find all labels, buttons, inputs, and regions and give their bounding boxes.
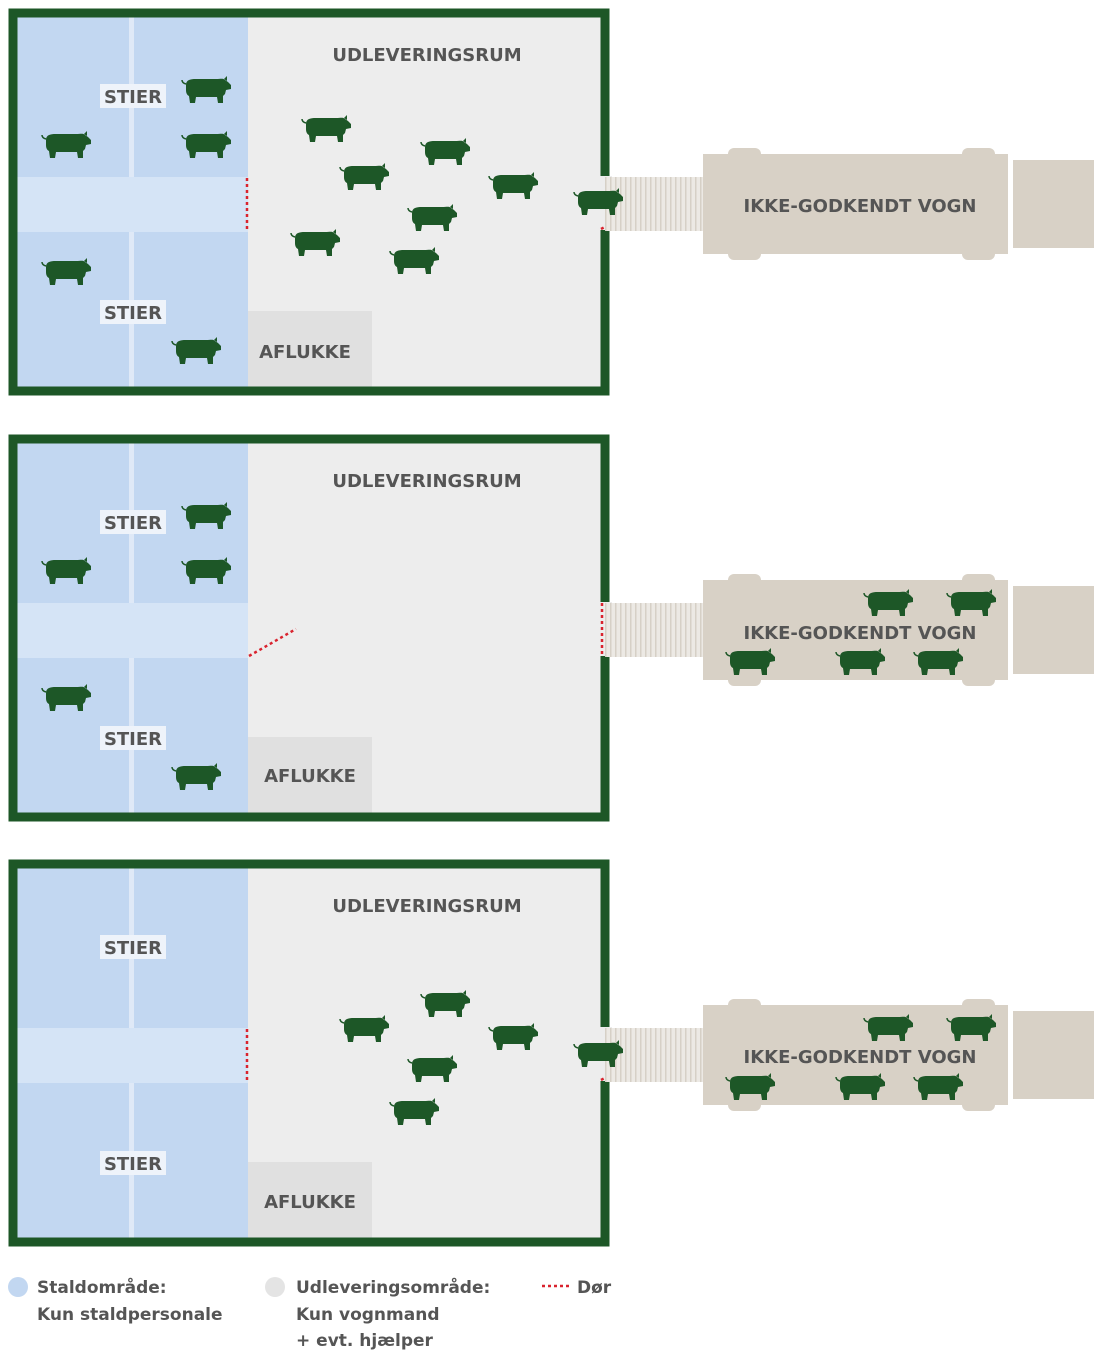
pen-label-bg	[100, 726, 166, 750]
room-label: UDLEVERINGSRUM	[332, 45, 521, 66]
wagon-label: IKKE-GODKENDT VOGN	[744, 623, 977, 644]
scenario-panel-1: UDLEVERINGSRUM STIER STIER AFLUKKE IKKE-…	[8, 8, 1094, 396]
pen-label: STIER	[104, 729, 162, 750]
pen-label: STIER	[104, 1154, 162, 1175]
pen-label-bg	[100, 510, 166, 534]
legend-delivery-line2: + evt. hjælper	[296, 1331, 434, 1350]
scenario-panel-3: UDLEVERINGSRUM STIER STIER AFLUKKE IKKE-…	[8, 859, 1094, 1247]
aflukke-area	[248, 311, 372, 391]
legend-stable-title: Staldområde:	[37, 1276, 167, 1298]
pen-label: STIER	[104, 303, 162, 324]
aflukke-area	[248, 1162, 372, 1242]
stable-aisle	[13, 1028, 248, 1083]
loading-ramp	[605, 1028, 705, 1082]
scenario-panel-2: UDLEVERINGSRUM STIER STIER AFLUKKE IKKE-…	[8, 434, 1094, 822]
aflukke-area	[248, 737, 372, 817]
pen-label-bg	[100, 300, 166, 324]
legend-delivery-title: Udleveringsområde:	[296, 1276, 490, 1298]
pen-label: STIER	[104, 87, 162, 108]
legend-stable-desc: Kun staldpersonale	[37, 1305, 223, 1325]
legend: Staldområde: Kun staldpersonale Udleveri…	[8, 1276, 612, 1350]
loading-ramp	[605, 177, 705, 231]
aflukke-label: AFLUKKE	[264, 766, 356, 787]
aflukke-label: AFLUKKE	[264, 1192, 356, 1213]
wagon-label: IKKE-GODKENDT VOGN	[744, 1047, 977, 1068]
pen-label-bg	[100, 1151, 166, 1175]
legend-delivery-swatch	[265, 1277, 285, 1297]
aflukke-label: AFLUKKE	[259, 342, 351, 363]
room-label: UDLEVERINGSRUM	[332, 471, 521, 492]
pen-label-bg	[100, 84, 166, 108]
room-label: UDLEVERINGSRUM	[332, 896, 521, 917]
pen-label: STIER	[104, 938, 162, 959]
stable-aisle	[13, 177, 248, 232]
wagon-label: IKKE-GODKENDT VOGN	[744, 196, 977, 217]
pen-label: STIER	[104, 513, 162, 534]
stable-aisle	[13, 603, 248, 658]
pen-label-bg	[100, 935, 166, 959]
legend-stable-swatch	[8, 1277, 28, 1297]
legend-delivery-line1: Kun vognmand	[296, 1305, 440, 1325]
legend-door-label: Dør	[577, 1278, 612, 1298]
transport-wagon	[703, 148, 1094, 260]
loading-ramp	[605, 603, 705, 657]
